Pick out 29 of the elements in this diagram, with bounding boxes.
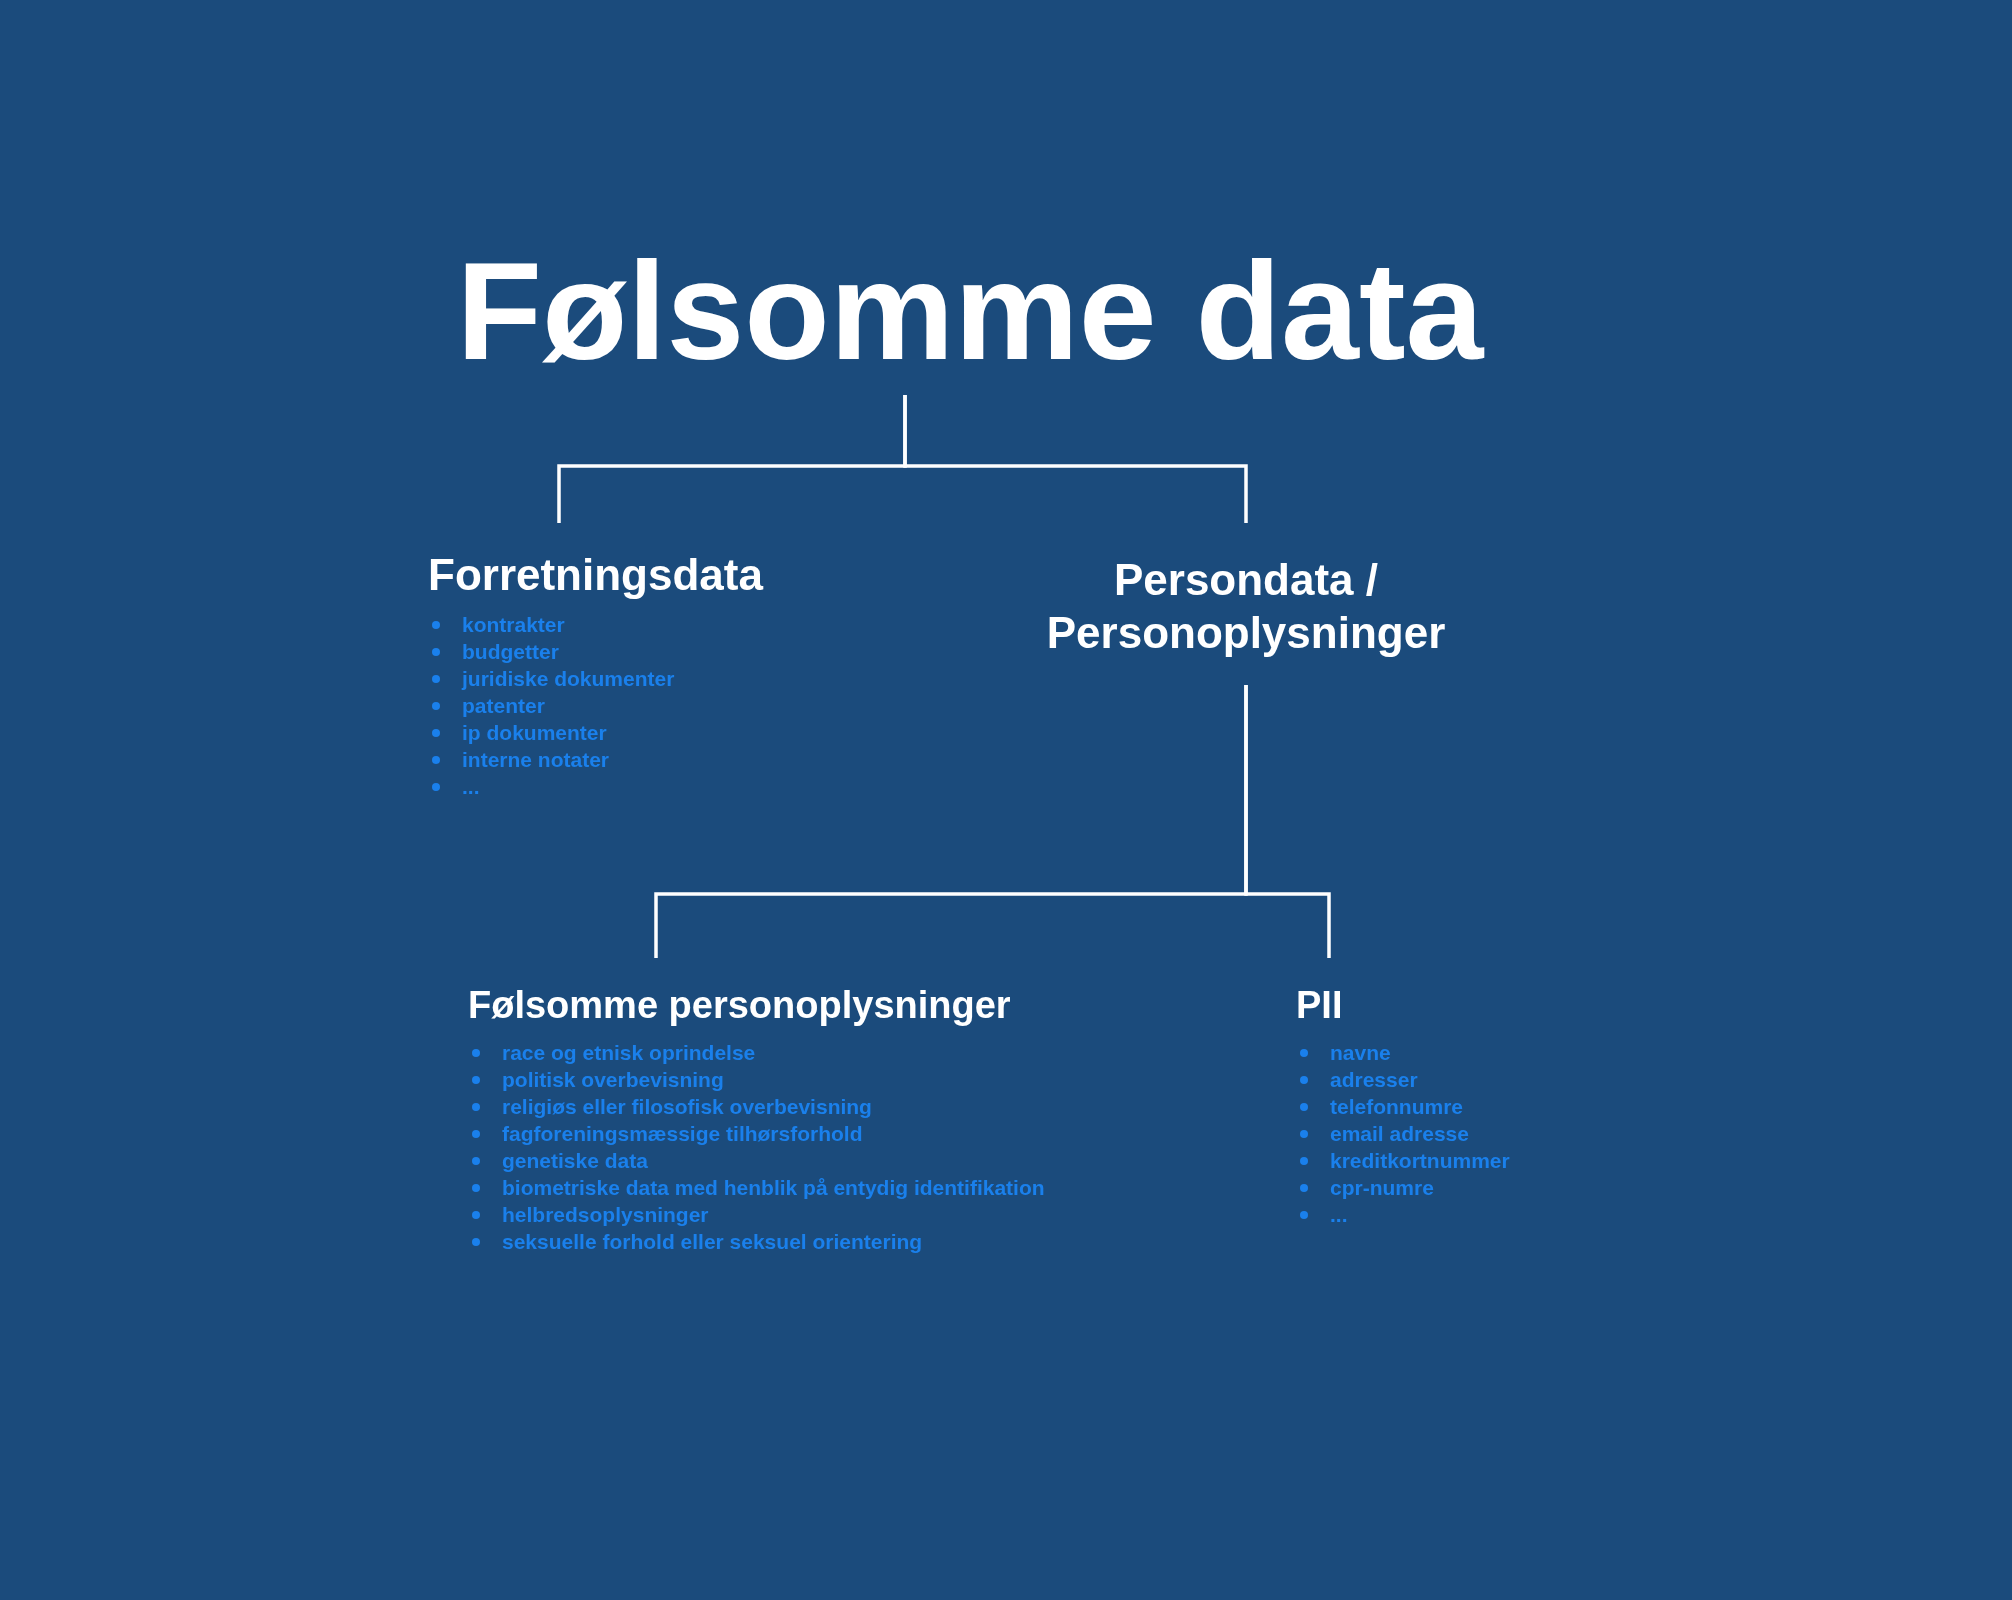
list-item: ... xyxy=(462,774,480,800)
list-item: genetiske data xyxy=(502,1148,648,1174)
list-item: kontrakter xyxy=(462,612,565,638)
list-item: email adresse xyxy=(1330,1121,1469,1147)
tree-connector xyxy=(903,395,1248,523)
category-heading: Forretningsdata xyxy=(428,549,765,601)
list-item: helbredsoplysninger xyxy=(502,1202,709,1228)
category-heading: Persondata / Personoplysninger xyxy=(1045,554,1447,659)
list-item: religiøs eller filosofisk overbevisning xyxy=(502,1094,872,1120)
list-item: budgetter xyxy=(462,639,559,665)
list-item: kreditkortnummer xyxy=(1330,1148,1510,1174)
list-item: politisk overbevisning xyxy=(502,1067,724,1093)
list-item: navne xyxy=(1330,1040,1391,1066)
category-heading: PII xyxy=(1296,983,1344,1028)
list-item: interne notater xyxy=(462,747,610,773)
list-item: juridiske dokumenter xyxy=(462,666,675,692)
list-item: adresser xyxy=(1330,1067,1418,1093)
list-item: fagforeningsmæssige tilhørsforhold xyxy=(502,1121,863,1147)
list-item: cpr-numre xyxy=(1330,1175,1434,1201)
list-item: telefonnumre xyxy=(1330,1094,1463,1120)
tree-connector xyxy=(1244,685,1331,958)
category-heading: Følsomme personoplysninger xyxy=(468,983,1012,1028)
main-title: Følsomme data xyxy=(456,241,1484,391)
list-item: patenter xyxy=(462,693,545,719)
list-item: race og etnisk oprindelse xyxy=(502,1040,756,1066)
list-item: biometriske data med henblik på entydig identifikation xyxy=(502,1175,1045,1201)
list-item: ... xyxy=(1330,1202,1348,1228)
list-item: ip dokumenter xyxy=(462,720,607,746)
list-item: seksuelle forhold eller seksuel orientering xyxy=(502,1229,923,1255)
